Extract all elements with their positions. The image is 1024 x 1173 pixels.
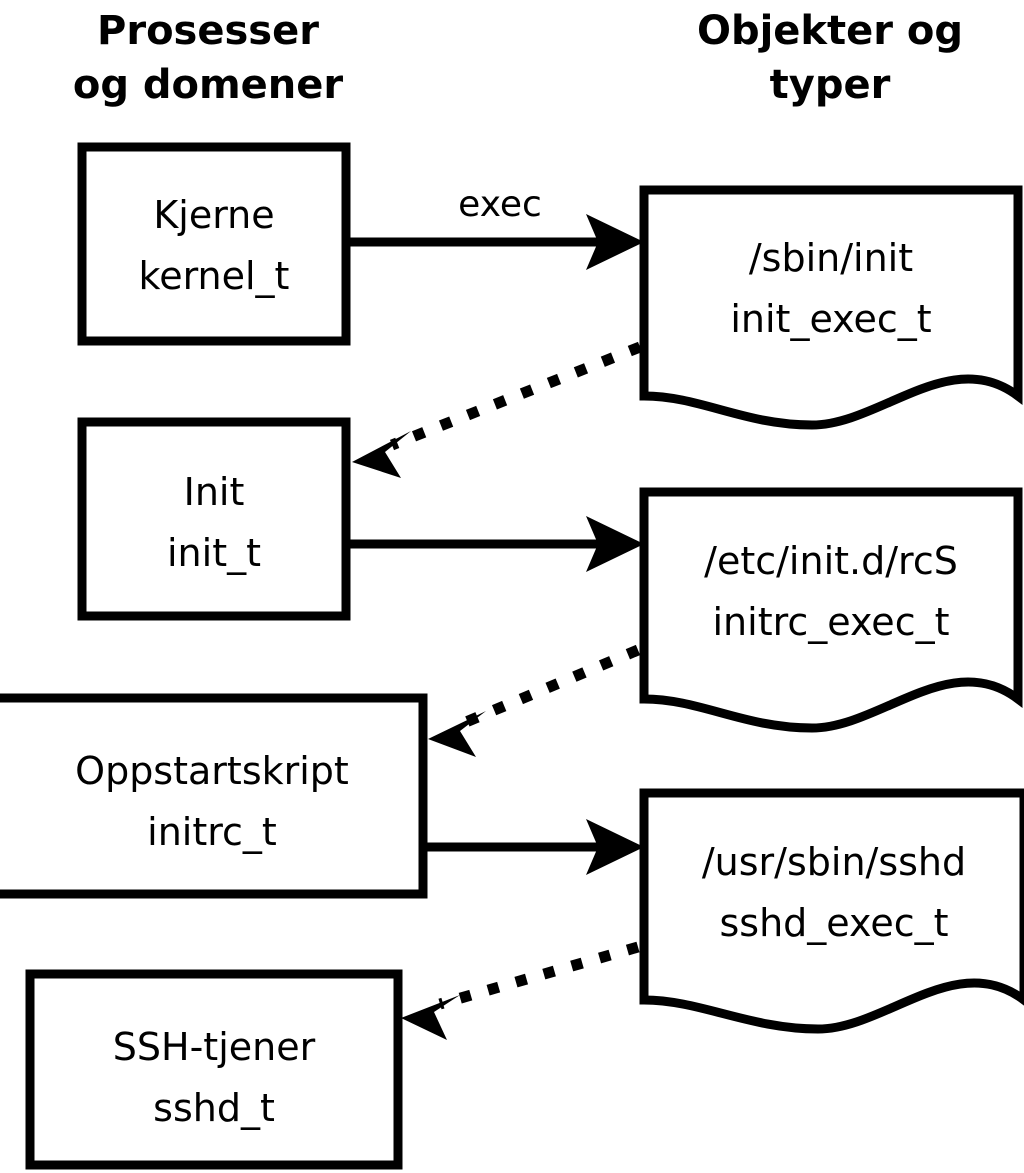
edge-label-exec: exec bbox=[458, 184, 542, 225]
edge-line bbox=[389, 341, 643, 451]
node-usr-sbin-sshd-line1: /usr/sbin/sshd bbox=[702, 840, 966, 884]
arrowhead-icon bbox=[586, 516, 644, 572]
node-sbin-init[interactable]: /sbin/init init_exec_t bbox=[639, 185, 1023, 430]
node-sshd-box bbox=[25, 969, 403, 1170]
node-etc-initd-rcs-line2: initrc_exec_t bbox=[713, 600, 950, 644]
node-init-box bbox=[77, 417, 351, 621]
arrowhead-icon bbox=[428, 711, 486, 757]
edge-rcs-transition-initrc[interactable] bbox=[428, 644, 641, 757]
node-init-line1: Init bbox=[184, 470, 245, 514]
node-sshd-line1: SSH-tjener bbox=[113, 1025, 316, 1069]
edge-line bbox=[463, 644, 641, 728]
edge-line bbox=[438, 941, 640, 1010]
edge-init-exec-rcs[interactable] bbox=[350, 516, 644, 572]
node-initrc-box bbox=[0, 693, 428, 899]
column-header-objects-line2: typer bbox=[770, 62, 891, 108]
node-sshd[interactable]: SSH-tjener sshd_t bbox=[25, 969, 403, 1170]
arrowhead-icon bbox=[352, 431, 411, 478]
column-header-objects: Objekter og typer bbox=[697, 8, 963, 108]
column-header-processes-line1: Prosesser bbox=[97, 8, 319, 54]
node-sbin-init-line2: init_exec_t bbox=[730, 297, 931, 341]
edge-initrc-exec-sshd[interactable] bbox=[427, 819, 644, 875]
node-sbin-init-line1: /sbin/init bbox=[749, 236, 913, 280]
node-etc-initd-rcs-document-shape bbox=[639, 487, 1023, 733]
node-usr-sbin-sshd-document-shape bbox=[639, 788, 1024, 1034]
node-initrc-line1: Oppstartskript bbox=[75, 749, 349, 793]
node-etc-initd-rcs[interactable]: /etc/init.d/rcS initrc_exec_t bbox=[639, 487, 1023, 733]
node-usr-sbin-sshd-line2: sshd_exec_t bbox=[719, 901, 948, 945]
arrowhead-icon bbox=[401, 995, 460, 1040]
column-header-processes: Prosesser og domener bbox=[73, 8, 344, 108]
column-header-processes-line2: og domener bbox=[73, 62, 344, 108]
node-kernel-box bbox=[77, 142, 351, 346]
node-init[interactable]: Init init_t bbox=[77, 417, 351, 621]
column-header-objects-line1: Objekter og bbox=[697, 8, 963, 54]
node-sbin-init-document-shape bbox=[639, 185, 1023, 430]
node-initrc[interactable]: Oppstartskript initrc_t bbox=[0, 693, 428, 899]
node-kernel-line2: kernel_t bbox=[139, 254, 290, 298]
node-initrc-line2: initrc_t bbox=[147, 810, 277, 854]
node-usr-sbin-sshd[interactable]: /usr/sbin/sshd sshd_exec_t bbox=[639, 788, 1024, 1034]
edge-sshdexec-transition-sshd[interactable] bbox=[401, 941, 640, 1040]
node-kernel[interactable]: Kjerne kernel_t bbox=[77, 142, 351, 346]
arrowhead-icon bbox=[586, 819, 644, 875]
edge-sbininit-transition-init[interactable] bbox=[352, 341, 643, 478]
node-etc-initd-rcs-line1: /etc/init.d/rcS bbox=[704, 539, 958, 583]
node-sshd-line2: sshd_t bbox=[153, 1086, 275, 1130]
arrowhead-icon bbox=[586, 214, 644, 270]
node-init-line2: init_t bbox=[167, 531, 261, 575]
node-kernel-line1: Kjerne bbox=[153, 193, 274, 237]
edge-kernel-exec-sbininit[interactable]: exec bbox=[350, 184, 644, 270]
